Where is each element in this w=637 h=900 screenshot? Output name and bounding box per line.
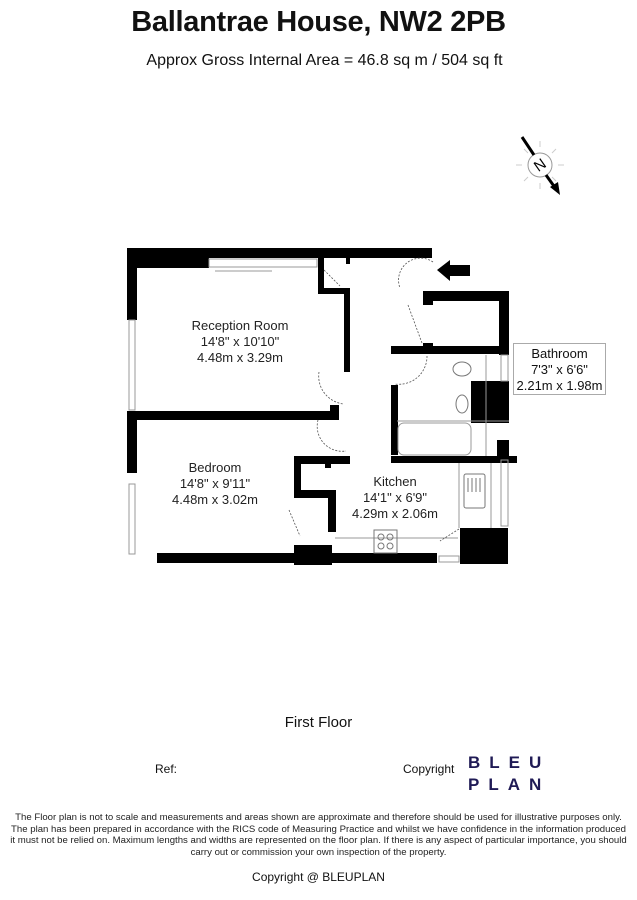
floor-name: First Floor [284, 714, 353, 731]
room-bathroom: Bathroom 7'3" x 6'6" 2.21m x 1.98m [513, 343, 606, 395]
room-name: Reception Room [191, 318, 289, 333]
bleuplan-logo: BLEU PLAN [468, 752, 550, 796]
room-dimensions-imperial: 14'8" x 10'10" [200, 334, 280, 349]
room-bedroom: Bedroom 14'8" x 9'11" 4.48m x 3.02m [150, 460, 280, 508]
copyright-label: Copyright [403, 762, 455, 776]
room-kitchen: Kitchen 14'1" x 6'9" 4.29m x 2.06m [345, 474, 445, 522]
entrance-arrow-icon [437, 260, 470, 281]
room-dimensions-metric: 4.48m x 3.02m [172, 492, 258, 507]
gross-internal-area: Approx Gross Internal Area = 46.8 sq m /… [146, 52, 503, 69]
footer-copyright: Copyright @ BLEUPLAN [252, 870, 385, 884]
room-name: Bedroom [188, 460, 242, 475]
room-dimensions-imperial: 7'3" x 6'6" [531, 362, 588, 377]
room-name: Kitchen [373, 474, 417, 489]
north-arrow-icon: N [516, 136, 564, 195]
room-name: Bathroom [531, 346, 588, 361]
room-dimensions-metric: 4.48m x 3.29m [197, 350, 283, 365]
floor-plan [127, 248, 517, 565]
room-reception: Reception Room 14'8" x 10'10" 4.48m x 3.… [175, 318, 305, 366]
room-dimensions-imperial: 14'8" x 9'11" [179, 476, 251, 491]
room-dimensions-metric: 4.29m x 2.06m [352, 506, 438, 521]
room-dimensions-metric: 2.21m x 1.98m [516, 378, 603, 393]
property-title: Ballantrae House, NW2 2PB [131, 6, 506, 38]
walls [127, 248, 517, 565]
disclaimer-text: The Floor plan is not to scale and measu… [10, 812, 627, 858]
logo-line-2: PLAN [468, 775, 551, 794]
logo-line-1: BLEU [468, 753, 551, 772]
room-dimensions-imperial: 14'1" x 6'9" [362, 490, 428, 505]
ref-label: Ref: [155, 762, 178, 776]
